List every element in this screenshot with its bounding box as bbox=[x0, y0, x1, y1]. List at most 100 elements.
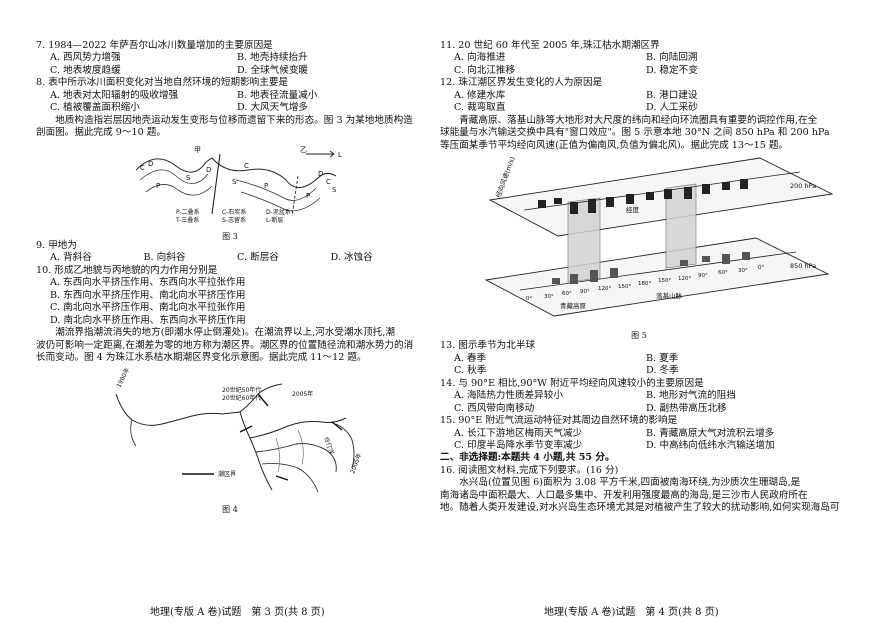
fig4-label-1900: 1900年 bbox=[115, 367, 132, 390]
q9-stem: 9. 甲地为 bbox=[36, 239, 77, 251]
fig3-legend-d: D-泥盆系 bbox=[266, 208, 291, 216]
q14-option-a: A. 海陆热力性质差异较小 bbox=[454, 390, 563, 402]
fig5-axis-label: 经度 bbox=[626, 205, 640, 214]
q10-stem: 10. 形成乙地貌与丙地貌的内力作用分别是 bbox=[36, 264, 218, 276]
fig3-label-d1: D bbox=[148, 160, 153, 168]
q11-stem: 11. 20 世纪 60 年代至 2005 年,珠江枯水期潮区界 bbox=[440, 40, 660, 51]
fig3-legend-t: T-三叠系 bbox=[175, 216, 199, 224]
intro-9-10-line2: 剖面图。据此完成 9～10 题。 bbox=[36, 127, 166, 139]
fig3-label-s3: S bbox=[332, 186, 337, 194]
q7-stem: 7. 1984—2022 年萨吾尔山冰川数量增加的主要原因是 bbox=[36, 40, 273, 51]
fig3-legend-l: L-断层 bbox=[266, 216, 283, 224]
q11-options: A. 向海推进 B. 向陆回溯 C. 向北江推移 D. 稳定不变 bbox=[454, 52, 838, 77]
q11-option-d: D. 稳定不变 bbox=[646, 64, 698, 76]
q15-option-b: B. 青藏高原大气对流积云增多 bbox=[646, 427, 775, 439]
q9-option-a: A. 背斜谷 bbox=[50, 252, 92, 264]
q14-option-d: D. 副热带高压北移 bbox=[646, 402, 727, 414]
q12-options: A. 修建水库 B. 港口建设 C. 裁弯取直 D. 人工采砂 bbox=[454, 90, 838, 115]
pearl-river-tidal-map: 1900年 20世纪50年代 20世纪60年代 2005年 潮区界 伶仃洋 20… bbox=[115, 367, 363, 493]
q8-stem: 8. 表中所示冰川面积变化对当地自然环境的短期影响主要是 bbox=[36, 77, 289, 89]
q10-options: A. 东西向水平挤压作用、东西向水平拉张作用 B. 东西向水平挤压作用、南北向水… bbox=[50, 277, 424, 327]
left-page: 7. 1984—2022 年萨吾尔山冰川数量增加的主要原因是 A. 西风势力增强… bbox=[36, 40, 424, 514]
fig5-tick-2: 60° bbox=[562, 291, 572, 297]
q14-options: A. 海陆热力性质差异较小 B. 地形对气流的阻挡 C. 西风带向南移动 D. … bbox=[454, 390, 838, 415]
q12-stem: 12. 珠江潮区界发生变化的人为原因是 bbox=[440, 77, 603, 89]
fig3-label-l: L bbox=[338, 151, 342, 159]
q13-option-a: A. 春季 bbox=[454, 352, 487, 364]
intro-11-12-line1: 潮流界指潮流消失的地方(即潮水停止倒灌处)。在潮流界以上,河水受潮水顶托,潮 bbox=[55, 327, 395, 339]
fig5-tick-5: 150° bbox=[618, 284, 631, 290]
fig5-tick-8: 120° bbox=[678, 276, 691, 282]
fig4-legend-tidal-limit: 潮区界 bbox=[218, 470, 236, 478]
q15-option-a: A. 长江下游地区梅雨天气减少 bbox=[454, 427, 583, 439]
q15-options: A. 长江下游地区梅雨天气减少 B. 青藏高原大气对流积云增多 C. 印度半岛降… bbox=[454, 428, 838, 453]
fig3-label-jia: 甲 bbox=[194, 146, 201, 154]
q9-option-c: C. 断层谷 bbox=[237, 252, 279, 264]
fig4-label-2005-top: 2005年 bbox=[292, 390, 313, 398]
fig3-label-p1: P bbox=[156, 182, 160, 190]
fig3-label-s2: S bbox=[232, 178, 237, 186]
right-page: 11. 20 世纪 60 年代至 2005 年,珠江枯水期潮区界 A. 向海推进… bbox=[440, 40, 840, 515]
q9-option-b: B. 向斜谷 bbox=[143, 252, 186, 264]
figure-5-caption: 图 5 bbox=[631, 330, 647, 340]
fig5-tick-4: 120° bbox=[598, 286, 611, 292]
fig5-top-label: 经向风速(m/s) bbox=[493, 155, 516, 198]
fig3-label-d3: D bbox=[318, 170, 323, 178]
q14-option-b: B. 地形对气流的阻挡 bbox=[646, 390, 736, 402]
q8-option-d: D. 大风天气增多 bbox=[237, 102, 309, 114]
q16-material-line3: 地。随着人类开发建设,对水兴岛生态环境尤其是对植被产生了较大的扰动影响,如何实现… bbox=[440, 502, 840, 514]
fig3-label-d2: D bbox=[206, 166, 211, 174]
q9-option-d: D. 冰蚀谷 bbox=[330, 252, 373, 264]
fig5-tick-0: 0° bbox=[526, 296, 532, 302]
fig4-label-2005-right: 2005年 bbox=[348, 452, 363, 475]
fig3-legend-c: C-石炭系 bbox=[222, 208, 246, 216]
fig5-tick-12: 0° bbox=[758, 265, 764, 271]
q11-option-c: C. 向北江推移 bbox=[454, 64, 516, 76]
q16-material-line1: 水兴岛(位置见图 6)面积为 3.08 平方千米,四面被南海环绕,为沙质次生珊瑚… bbox=[459, 477, 801, 489]
q13-option-c: C. 秋季 bbox=[454, 365, 487, 377]
q12-option-b: B. 港口建设 bbox=[646, 89, 698, 101]
q14-stem: 14. 与 90°E 相比,90°W 附近平均经向风速较小的主要原因是 bbox=[440, 377, 704, 389]
section-heading: 二、非选择题:本题共 4 小题,共 55 分。 bbox=[440, 452, 615, 464]
fig3-label-s1: S bbox=[186, 174, 191, 182]
q13-stem: 13. 图示季节为北半球 bbox=[440, 340, 536, 352]
fig5-level-200: 200 hPa bbox=[790, 182, 816, 190]
q8-option-a: A. 地表对太阳辐射的吸收增强 bbox=[50, 89, 179, 101]
fig3-label-p2: P bbox=[264, 182, 268, 190]
q11-option-b: B. 向陆回溯 bbox=[646, 52, 698, 64]
q7-options: A. 西风势力增强 B. 地壳持续抬升 C. 地表坡度趋缓 D. 全球气候变暖 bbox=[50, 52, 424, 77]
q15-option-c: C. 印度半岛降水季节变率减少 bbox=[454, 439, 583, 451]
q8-option-c: C. 植被覆盖面积缩小 bbox=[50, 102, 140, 114]
q8-options: A. 地表对太阳辐射的吸收增强 B. 地表径流量减小 C. 植被覆盖面积缩小 D… bbox=[50, 90, 424, 115]
intro-9-10-line1: 地质构造指岩层因地壳运动发生变形与位移而遗留下来的形态。图 3 为某地地质构造 bbox=[55, 114, 413, 126]
fig3-legend-s: S-志留系 bbox=[222, 216, 246, 224]
fig3-label-yi: 乙 bbox=[300, 146, 307, 154]
q12-option-a: A. 修建水库 bbox=[454, 89, 506, 101]
q7-option-b: B. 地壳持续抬升 bbox=[237, 52, 308, 64]
q16-stem: 16. 阅读图文材料,完成下列要求。(16 分) bbox=[440, 464, 619, 476]
q10-option-b: B. 东西向水平挤压作用、南北向水平挤压作用 bbox=[50, 289, 246, 301]
footer-left: 地理(专版 A 卷)试题 第 3 页(共 8 页) bbox=[150, 607, 325, 618]
q14-option-c: C. 西风带向南移动 bbox=[454, 402, 535, 414]
figure-3: 甲 乙 P P S S P C D D C D C S L P-二叠系 T-三叠… bbox=[36, 140, 424, 242]
q11-option-a: A. 向海推进 bbox=[454, 52, 506, 64]
q13-options: A. 春季 B. 夏季 C. 秋季 D. 冬季 bbox=[454, 353, 838, 378]
q12-option-c: C. 裁弯取直 bbox=[454, 102, 506, 114]
q7-option-d: D. 全球气候变暖 bbox=[237, 64, 309, 76]
figure-4-caption: 图 4 bbox=[222, 504, 238, 514]
q9-options: A. 背斜谷 B. 向斜谷 C. 断层谷 D. 冰蚀谷 bbox=[50, 252, 424, 264]
figure-3-caption: 图 3 bbox=[222, 232, 238, 242]
q16-material-line2: 南海诸岛中面积最大、人口最多集中、开发利用强度最高的海岛,是三沙市人民政府所在 bbox=[440, 489, 808, 501]
q10-option-c: C. 南北向水平挤压作用、南北向水平拉张作用 bbox=[50, 302, 246, 314]
fig5-tick-11: 30° bbox=[738, 268, 748, 274]
q8-option-b: B. 地表径流量减小 bbox=[237, 89, 318, 101]
meridional-wind-diagram: 经向风速(m/s) 200 hPa 850 hPa 青藏高原 落基山脉 经度 0… bbox=[484, 155, 834, 317]
geologic-section-diagram: 甲 乙 P P S S P C D D C D C S L P-二叠系 T-三叠… bbox=[135, 146, 342, 224]
fig5-place-rocky: 落基山脉 bbox=[656, 291, 683, 300]
fig4-label-lingdingyang: 伶仃洋 bbox=[322, 436, 336, 456]
figure-5: 经向风速(m/s) 200 hPa 850 hPa 青藏高原 落基山脉 经度 0… bbox=[440, 152, 838, 340]
q13-option-d: D. 冬季 bbox=[646, 365, 679, 377]
q7-option-c: C. 地表坡度趋缓 bbox=[50, 64, 121, 76]
fig4-label-1960s: 20世纪60年代 bbox=[222, 394, 261, 402]
fig3-label-c1: C bbox=[140, 164, 145, 172]
